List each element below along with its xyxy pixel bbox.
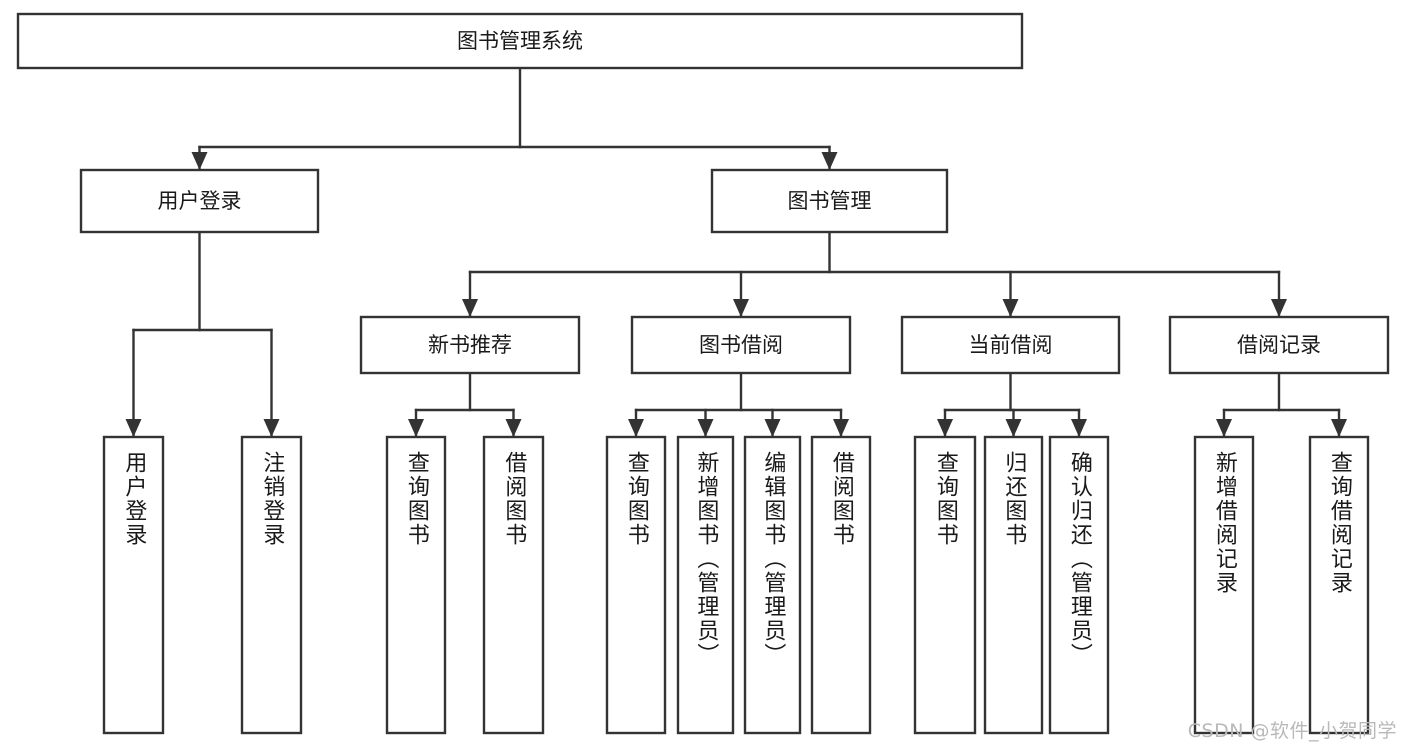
arrow-head-icon-leaf-0-0 xyxy=(408,419,424,437)
arrow-head-icon-leaf-0-1 xyxy=(505,419,522,437)
arrow-head-icon-level3-1 xyxy=(733,299,749,317)
arrow-head-icon-leaf-1-0 xyxy=(628,419,644,437)
node-box-level3-2[interactable] xyxy=(900,315,1121,375)
node-box-leaf-3[interactable] xyxy=(482,435,545,735)
arrow-head-icon-leaf-2-0 xyxy=(937,419,953,437)
node-box-leaf-9[interactable] xyxy=(983,435,1044,735)
arrow-head-icon-leaf-3-0 xyxy=(1216,419,1232,437)
arrow-head-icon-leaf-2-1 xyxy=(1005,419,1022,437)
arrow-head-icon-leaf-2-2 xyxy=(1071,419,1087,437)
node-box-leaf-11[interactable] xyxy=(1193,435,1255,735)
node-box-level2-1[interactable] xyxy=(710,168,949,234)
node-box-level3-0[interactable] xyxy=(359,315,581,375)
node-box-leaf-0[interactable] xyxy=(102,435,165,735)
node-label-level3-3: 借阅记录 xyxy=(1237,333,1321,357)
edges-layer xyxy=(125,66,1347,438)
arrow-head-icon-level2-0 xyxy=(191,152,208,170)
arrow-head-icon-leaf-1-1 xyxy=(697,419,714,437)
node-box-level2-0[interactable] xyxy=(79,168,320,234)
boxes-layer xyxy=(16,12,1390,735)
node-label-root: 图书管理系统 xyxy=(457,29,583,53)
arrow-head-icon-level3-3 xyxy=(1271,299,1287,317)
node-box-leaf-7[interactable] xyxy=(810,435,872,735)
node-box-level3-1[interactable] xyxy=(630,315,852,375)
node-label-level3-2: 当前借阅 xyxy=(969,333,1053,357)
node-box-leaf-12[interactable] xyxy=(1308,435,1370,735)
node-box-root[interactable] xyxy=(16,12,1024,70)
arrow-head-icon-leaf-1-2 xyxy=(764,419,781,437)
node-box-leaf-10[interactable] xyxy=(1048,435,1110,735)
arrow-head-icon-level3-2 xyxy=(1002,299,1019,317)
node-label-level3-1: 图书借阅 xyxy=(699,333,783,357)
node-label-level3-0: 新书推荐 xyxy=(428,333,512,357)
node-box-leaf-5[interactable] xyxy=(676,435,735,735)
arrow-head-icon-login-leaf-1 xyxy=(263,419,280,437)
arrow-head-icon-leaf-3-1 xyxy=(1331,419,1347,437)
arrow-head-icon-login-leaf-0 xyxy=(125,419,142,437)
node-label-level2-0: 用户登录 xyxy=(158,189,242,213)
arrow-head-icon-level2-1 xyxy=(821,152,838,170)
node-label-level2-1: 图书管理 xyxy=(788,189,872,213)
node-box-level3-3[interactable] xyxy=(1168,315,1390,375)
node-box-leaf-6[interactable] xyxy=(743,435,802,735)
arrow-head-icon-level3-0 xyxy=(462,299,478,317)
node-box-leaf-8[interactable] xyxy=(913,435,977,735)
watermark-text: CSDN @软件_小贺同学 xyxy=(1187,720,1397,742)
node-box-leaf-1[interactable] xyxy=(240,435,303,735)
arrow-head-icon-leaf-1-3 xyxy=(833,419,849,437)
node-box-leaf-2[interactable] xyxy=(385,435,447,735)
node-box-leaf-4[interactable] xyxy=(605,435,667,735)
